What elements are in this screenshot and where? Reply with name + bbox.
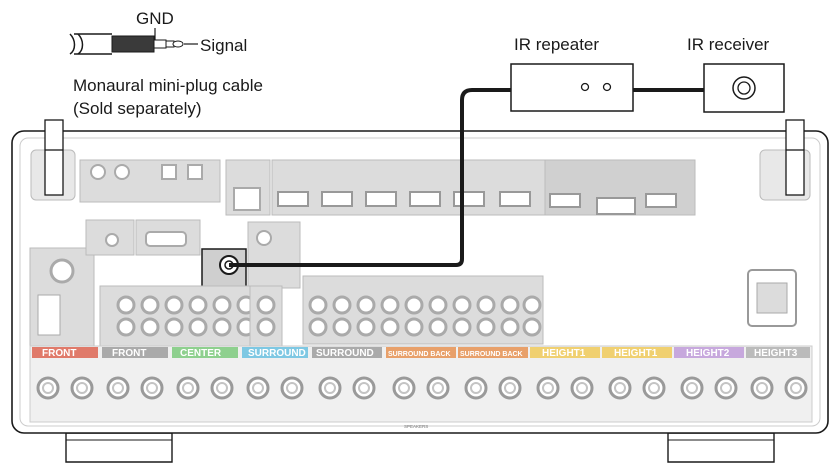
speaker-label-surround-back-2: SURROUND BACK <box>460 351 523 358</box>
ir-repeater-box <box>510 63 634 112</box>
audio-in-block <box>99 285 276 347</box>
speaker-label-surround-1: SURROUND <box>248 348 306 359</box>
mini-plug-cable-route <box>229 88 511 267</box>
speaker-label-surround-back-1: SURROUND BACK <box>388 351 451 358</box>
cable-note-label: (Sold separately) <box>73 99 202 118</box>
ir-receiver-label: IR receiver <box>687 35 770 54</box>
ir-devices: IR repeater IR receiver <box>510 35 785 113</box>
speaker-label-height1-2: HEIGHT1 <box>614 348 658 359</box>
ir-repeater-jack-2 <box>602 82 612 92</box>
speaker-label-front-1: FRONT <box>42 348 76 359</box>
cable-name-label: Monaural mini-plug cable <box>73 76 263 95</box>
cable-jacket <box>69 33 76 55</box>
speaker-label-front-2: FRONT <box>112 348 146 359</box>
foot-left <box>65 432 173 463</box>
foot-right <box>667 432 775 463</box>
speaker-label-height1-1: HEIGHT1 <box>542 348 586 359</box>
speaker-label-height3: HEIGHT3 <box>754 348 798 359</box>
remote-control-block <box>247 221 301 289</box>
phono-block <box>249 285 283 347</box>
speaker-binding-posts <box>36 376 808 400</box>
ir-repeater-label: IR repeater <box>514 35 599 54</box>
signal-label: Signal <box>200 36 247 55</box>
av-receiver-rear-panel: Bluetooth/Wi-Fi <box>11 119 829 463</box>
cable-legend: GND Signal Monaural mini-plug cable (Sol… <box>69 9 263 118</box>
speaker-label-surround-2: SURROUND <box>316 348 374 359</box>
gnd-label: GND <box>136 9 174 28</box>
svg-text:Bluetooth/Wi-Fi: Bluetooth/Wi-Fi <box>32 216 70 222</box>
speaker-label-center: CENTER <box>180 348 222 359</box>
ir-repeater-jack-1 <box>580 82 590 92</box>
plug-body <box>111 35 155 53</box>
speakers-footer-label: SPEAKERS <box>404 424 428 429</box>
speaker-label-height2: HEIGHT2 <box>686 348 730 359</box>
speaker-label-bars <box>32 347 810 358</box>
